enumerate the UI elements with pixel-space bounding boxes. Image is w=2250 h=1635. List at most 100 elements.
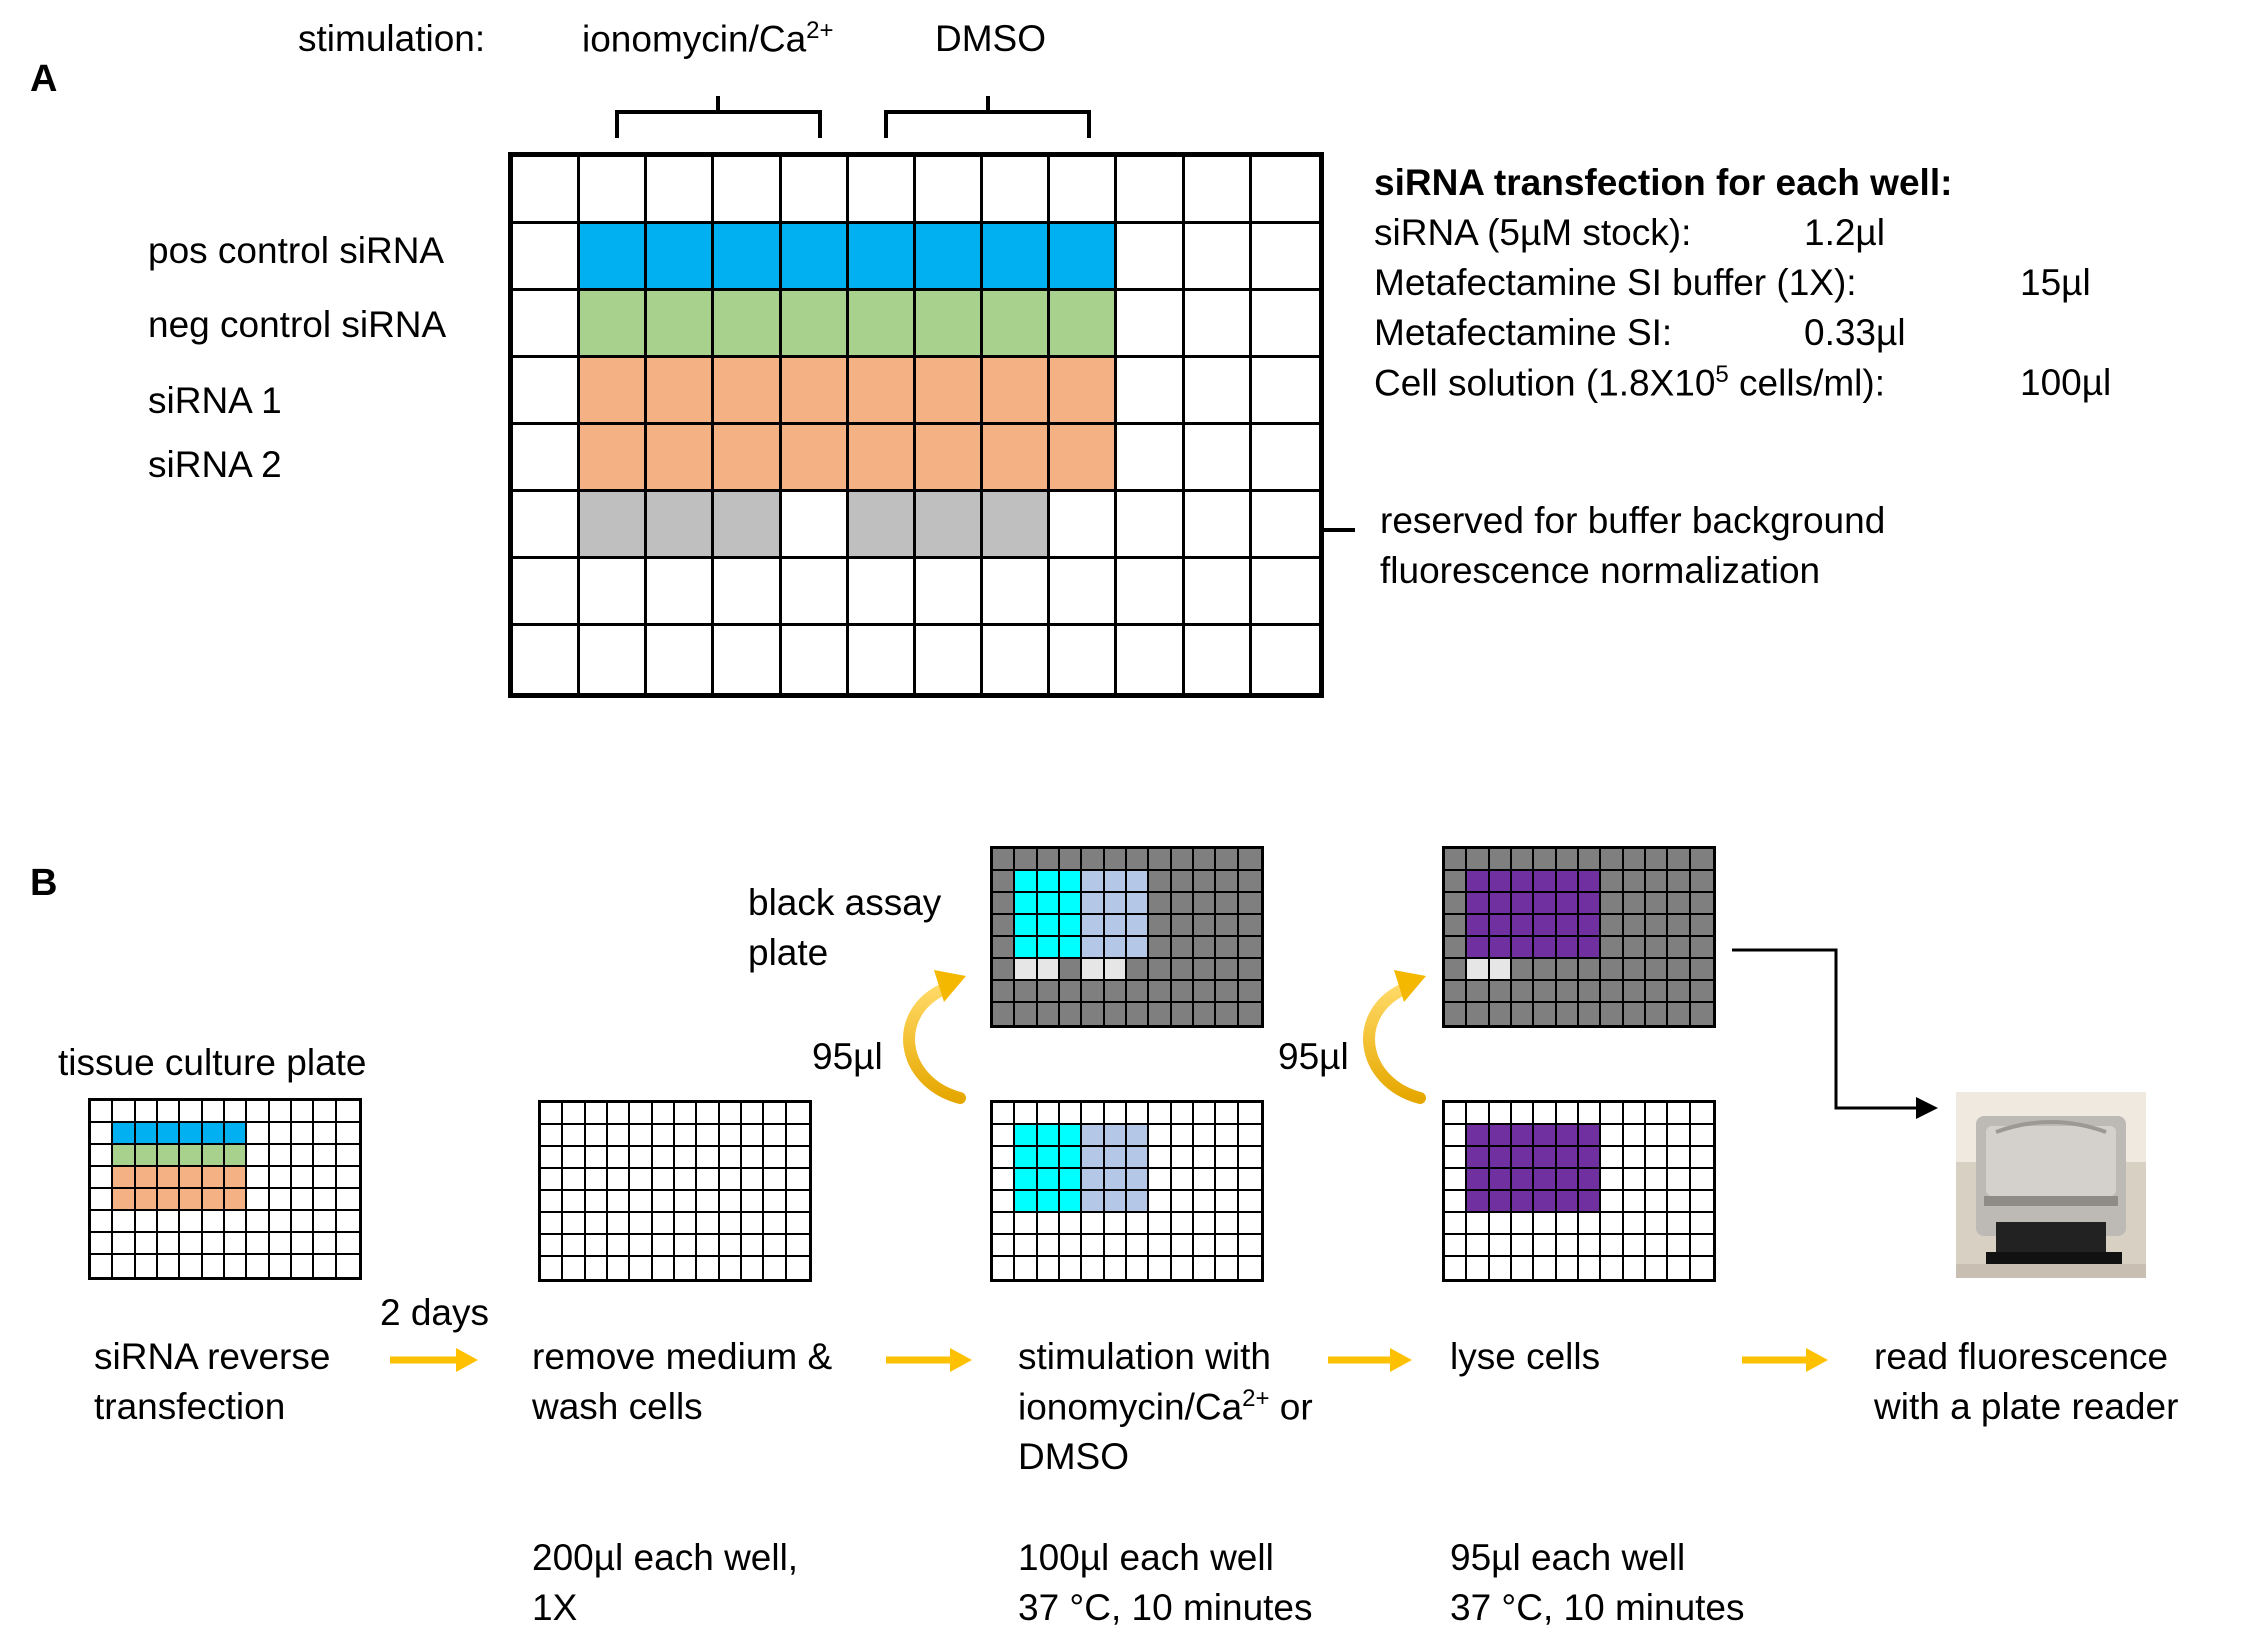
well [1556, 849, 1579, 871]
well [1105, 1257, 1127, 1279]
condition-wash-line-1: 200µl each well, [532, 1537, 799, 1578]
well [1489, 937, 1512, 959]
well [1037, 915, 1060, 937]
well [292, 1189, 315, 1211]
well [158, 1167, 181, 1189]
well [1646, 1169, 1669, 1191]
well [180, 1255, 203, 1277]
well [1556, 1125, 1579, 1147]
well [1184, 559, 1252, 626]
well [1251, 425, 1319, 492]
step-1-line-1: siRNA reverse [94, 1336, 331, 1377]
well [1467, 1235, 1490, 1257]
well [647, 559, 715, 626]
well [1534, 871, 1557, 893]
well [1601, 849, 1624, 871]
well [1668, 1257, 1691, 1279]
step-arrow-1 [390, 1348, 478, 1372]
well [652, 1235, 675, 1257]
well [1050, 425, 1118, 492]
well [585, 1191, 608, 1213]
well [1194, 959, 1217, 981]
well [1104, 937, 1127, 959]
well [630, 1257, 653, 1279]
well [292, 1211, 315, 1233]
well [1104, 915, 1127, 937]
well [1194, 1169, 1217, 1191]
well [1556, 937, 1579, 959]
well [1149, 893, 1172, 915]
transfer-volume-2: 95µl [1278, 1036, 1349, 1077]
well [1534, 849, 1557, 871]
well [1467, 1213, 1490, 1235]
well [1467, 849, 1490, 871]
well [1171, 915, 1194, 937]
well [1668, 1235, 1691, 1257]
well [1556, 1213, 1579, 1235]
well [742, 1213, 765, 1235]
well [742, 1125, 765, 1147]
well [608, 1169, 631, 1191]
well [202, 1211, 225, 1233]
well [1489, 1103, 1512, 1125]
well [1184, 157, 1252, 224]
well [1216, 1103, 1239, 1125]
well [786, 1213, 809, 1235]
well [513, 559, 581, 626]
well [1690, 1191, 1713, 1213]
well [269, 1123, 292, 1145]
well [585, 1235, 608, 1257]
well [580, 626, 648, 693]
well [1060, 1003, 1083, 1025]
well [1060, 1147, 1083, 1169]
well [1015, 1103, 1038, 1125]
well [580, 224, 648, 291]
well [541, 1191, 564, 1213]
well [1489, 1213, 1512, 1235]
well [1668, 1213, 1691, 1235]
well [1512, 871, 1535, 893]
well [993, 937, 1016, 959]
well [697, 1169, 720, 1191]
well [1050, 492, 1118, 559]
well [1624, 1003, 1646, 1025]
well [1623, 893, 1646, 915]
well [1512, 1257, 1535, 1279]
well [1015, 1257, 1038, 1279]
well [1557, 1003, 1579, 1025]
well [1060, 1235, 1083, 1257]
well [1037, 1125, 1060, 1147]
well [1149, 1003, 1172, 1025]
well [1557, 1257, 1579, 1279]
well [247, 1123, 270, 1145]
well [1534, 1147, 1557, 1169]
well [915, 492, 984, 559]
well [1445, 959, 1468, 981]
black-assay-plate-label-line-2: plate [748, 932, 829, 973]
well [585, 1125, 608, 1147]
well [1149, 1169, 1172, 1191]
well [1117, 559, 1185, 626]
well [993, 1125, 1016, 1147]
well [1445, 937, 1468, 959]
well [1127, 959, 1150, 981]
well [513, 626, 581, 693]
well [1512, 915, 1535, 937]
well [915, 157, 984, 224]
well [1489, 1169, 1512, 1191]
row-label-sirna-2: siRNA 2 [148, 444, 282, 485]
well [1489, 1191, 1512, 1213]
well [113, 1189, 136, 1211]
row-label-neg-control: neg control siRNA [148, 304, 447, 345]
well [292, 1167, 315, 1189]
well [336, 1167, 359, 1189]
well [1646, 1235, 1669, 1257]
well [697, 1235, 720, 1257]
well [714, 157, 782, 224]
well [781, 157, 849, 224]
well [1690, 915, 1713, 937]
well [786, 1103, 809, 1125]
well [1117, 492, 1185, 559]
well [697, 1147, 720, 1169]
well [1060, 893, 1083, 915]
